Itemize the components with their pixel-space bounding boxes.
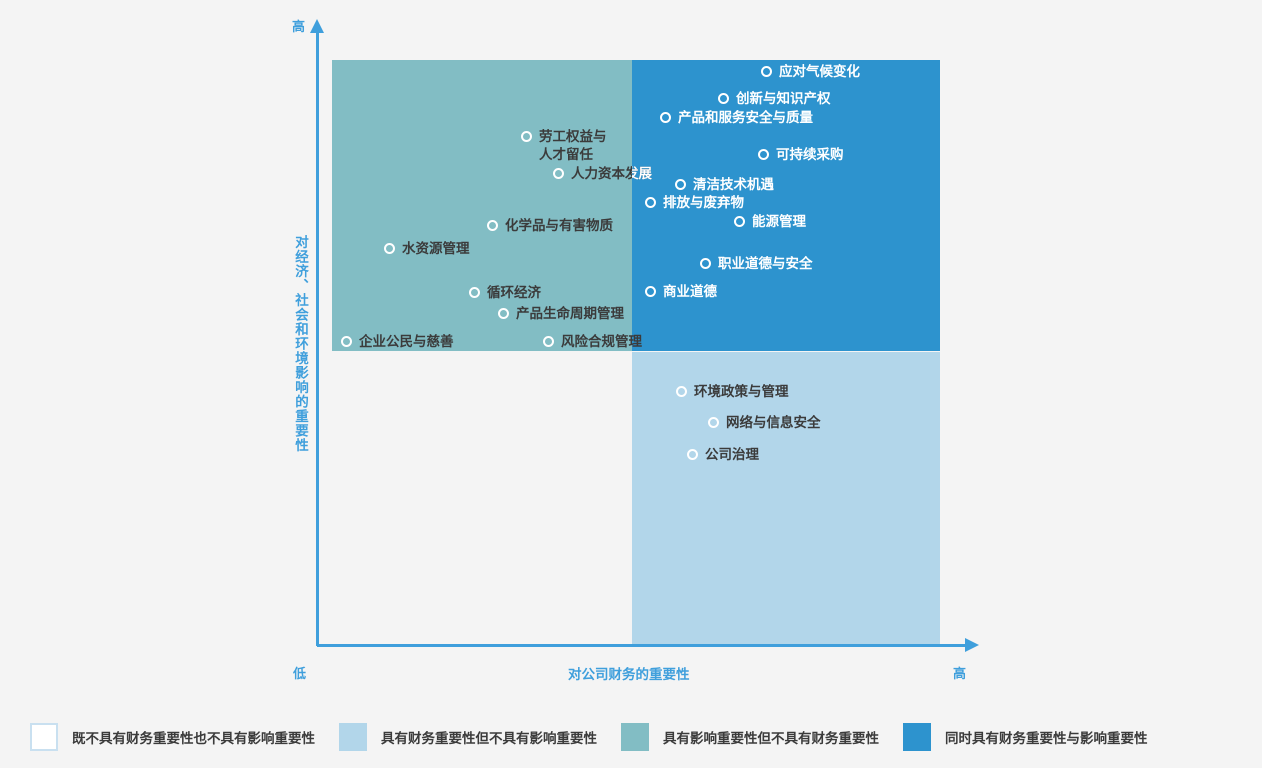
data-point-label: 商业道德 — [663, 284, 717, 299]
point-marker-icon — [660, 112, 671, 123]
y-axis-title: 对经济、社会和环境影响的重要性 — [293, 235, 308, 453]
legend-label-financial-only: 具有财务重要性但不具有影响重要性 — [381, 731, 597, 746]
point-marker-icon — [734, 216, 745, 227]
data-point-label: 产品和服务安全与质量 — [678, 110, 813, 125]
point-marker-icon — [676, 386, 687, 397]
legend-label-impact-only: 具有影响重要性但不具有财务重要性 — [663, 731, 879, 746]
data-point[interactable]: 化学品与有害物质 — [487, 217, 613, 235]
point-marker-icon — [718, 93, 729, 104]
quadrant-financial-only — [632, 352, 940, 645]
data-point[interactable]: 产品和服务安全与质量 — [660, 109, 813, 127]
data-point-label: 网络与信息安全 — [726, 415, 821, 430]
data-point[interactable]: 排放与废弃物 — [645, 194, 744, 212]
data-point[interactable]: 水资源管理 — [384, 240, 470, 258]
data-point-label-overlay: 人力资本发展 — [632, 166, 652, 181]
x-axis-line — [317, 644, 967, 647]
data-point-label: 循环经济 — [487, 285, 541, 300]
data-point[interactable]: 网络与信息安全 — [708, 414, 821, 432]
legend-swatch-financial-only — [339, 723, 367, 751]
legend-swatch-neither — [30, 723, 58, 751]
legend-swatch-impact-only — [621, 723, 649, 751]
data-point-label: 风险合规管理 — [561, 334, 642, 349]
data-point[interactable]: 能源管理 — [734, 213, 806, 231]
point-marker-icon — [341, 336, 352, 347]
data-point[interactable]: 创新与知识产权 — [718, 90, 831, 108]
data-point[interactable]: 环境政策与管理 — [676, 383, 789, 401]
point-marker-icon — [708, 417, 719, 428]
point-marker-icon — [687, 449, 698, 460]
data-point-label: 环境政策与管理 — [694, 384, 789, 399]
data-point-label: 化学品与有害物质 — [505, 218, 613, 233]
data-point-label-base: 人力资本发展 — [571, 166, 652, 181]
point-marker-icon — [487, 220, 498, 231]
legend-label-both: 同时具有财务重要性与影响重要性 — [945, 731, 1148, 746]
data-point-label: 水资源管理 — [402, 241, 470, 256]
x-axis-arrow-icon — [965, 638, 979, 652]
data-point-label: 企业公民与慈善 — [359, 334, 454, 349]
data-point[interactable]: 循环经济 — [469, 284, 541, 302]
data-point[interactable]: 商业道德 — [645, 283, 717, 301]
data-point[interactable]: 可持续采购 — [758, 146, 844, 164]
point-marker-icon — [645, 197, 656, 208]
data-point[interactable]: 产品生命周期管理 — [498, 305, 624, 323]
quadrant-both — [632, 60, 940, 351]
chart-legend: 既不具有财务重要性也不具有影响重要性 具有财务重要性但不具有影响重要性 具有影响… — [0, 706, 1262, 768]
point-marker-icon — [521, 131, 532, 142]
data-point[interactable]: 企业公民与慈善 — [341, 333, 454, 351]
point-marker-icon — [469, 287, 480, 298]
data-point-label-line2: 人才留任 — [539, 147, 593, 162]
x-axis-high-tick: 高 — [953, 666, 967, 681]
point-marker-icon — [761, 66, 772, 77]
data-point-label: 公司治理 — [705, 447, 759, 462]
data-point-label: 清洁技术机遇 — [693, 177, 774, 192]
y-axis-high-tick: 高 — [292, 19, 306, 34]
point-marker-icon — [645, 286, 656, 297]
legend-label-neither: 既不具有财务重要性也不具有影响重要性 — [72, 731, 315, 746]
data-point[interactable]: 劳工权益与 人才留任 — [521, 128, 607, 164]
data-point-label: 可持续采购 — [776, 147, 844, 162]
data-point-label: 应对气候变化 — [779, 64, 860, 79]
data-point-label-line1: 劳工权益与 — [539, 129, 607, 144]
x-axis-low-tick: 低 — [293, 666, 307, 681]
point-marker-icon — [498, 308, 509, 319]
x-axis-title: 对公司财务的重要性 — [568, 667, 690, 682]
data-point-label: 劳工权益与 人才留任 — [539, 128, 607, 164]
quadrant-neither — [332, 352, 632, 645]
data-point-label: 能源管理 — [752, 214, 806, 229]
legend-item-neither[interactable]: 既不具有财务重要性也不具有影响重要性 — [30, 723, 315, 751]
legend-item-financial-only[interactable]: 具有财务重要性但不具有影响重要性 — [339, 723, 597, 751]
data-point[interactable]: 人力资本发展 人力资本发展 — [553, 165, 652, 183]
quadrant-impact-only — [332, 60, 632, 351]
data-point[interactable]: 清洁技术机遇 — [675, 176, 774, 194]
data-point[interactable]: 公司治理 — [687, 446, 759, 464]
point-marker-icon — [675, 179, 686, 190]
point-marker-icon — [543, 336, 554, 347]
point-marker-icon — [553, 168, 564, 179]
data-point-label: 职业道德与安全 — [718, 256, 813, 271]
materiality-matrix-chart: 高 对经济、社会和环境影响的重要性 低 对公司财务的重要性 高 应对气候变化 创… — [292, 19, 979, 682]
data-point[interactable]: 风险合规管理 — [543, 333, 642, 351]
legend-item-both[interactable]: 同时具有财务重要性与影响重要性 — [903, 723, 1148, 751]
data-point-label: 产品生命周期管理 — [516, 306, 624, 321]
y-axis-arrow-icon — [310, 19, 324, 33]
legend-swatch-both — [903, 723, 931, 751]
data-point-label: 人力资本发展 人力资本发展 — [571, 165, 652, 183]
data-point-label: 创新与知识产权 — [736, 91, 831, 106]
y-axis-line — [316, 30, 319, 646]
point-marker-icon — [700, 258, 711, 269]
data-point[interactable]: 应对气候变化 — [761, 63, 860, 81]
point-marker-icon — [384, 243, 395, 254]
data-point-label: 排放与废弃物 — [663, 195, 744, 210]
data-point[interactable]: 职业道德与安全 — [700, 255, 813, 273]
point-marker-icon — [758, 149, 769, 160]
legend-item-impact-only[interactable]: 具有影响重要性但不具有财务重要性 — [621, 723, 879, 751]
